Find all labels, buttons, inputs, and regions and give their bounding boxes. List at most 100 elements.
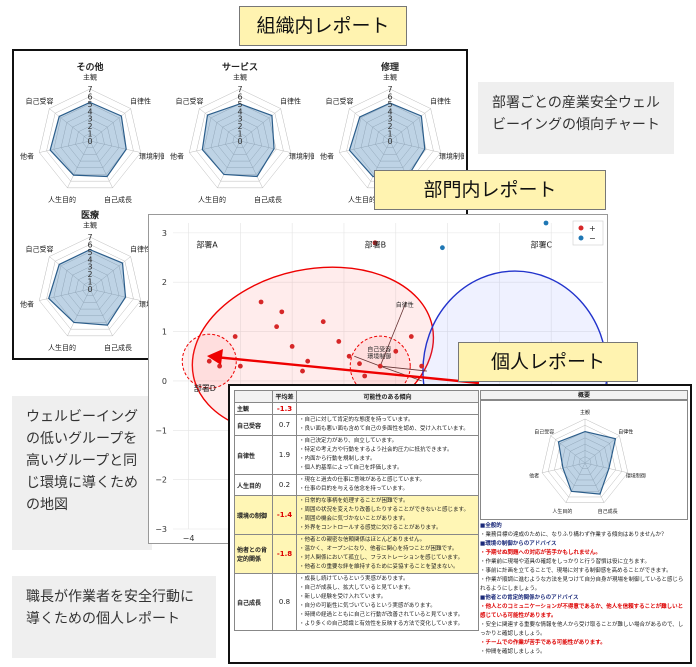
row-category: 自己受容 [234,414,273,436]
row-trend: ・自己に対して肯定的な態度を持っています。・良い面も悪い面も含めて自己の多面性を… [296,414,479,436]
advice-relation-heading: ■他者との肯定的関係からのアドバイス [480,595,579,601]
radar-spoke [39,140,91,153]
radar-spoke [542,462,586,474]
radar-svg: 76543210主観自律性環境制御自己成長人生目的他者自己受容修理 [320,61,467,204]
radar-scale-label: 2 [87,270,92,279]
scatter-point [439,245,445,251]
radar-grid-ring [210,111,270,169]
radar-grid-ring [203,103,277,175]
radar-scale-label: 3 [87,263,92,272]
radar-axis-label: 主観 [83,220,97,229]
radar-scale-label: 2 [87,122,92,131]
trend-line: ・成長し続けているという実感があります。 [299,576,409,582]
row-category: 環境の制御 [234,495,273,535]
radar-scale-label: 4 [87,107,92,116]
trend-line: ・自分の可能性に気づいているという実感があります。 [299,603,436,609]
radar-grid-ring [39,88,141,189]
y-tick-label: −1 [155,426,167,435]
radar-grid-ring [375,125,405,155]
radar-axis-label: 自己成長 [254,195,282,204]
radar-series [49,101,127,178]
radar-spoke [39,288,91,301]
radar-axis-label: 自律性 [280,97,301,106]
radar-grid-ring [225,125,255,155]
advice-env-heading: ■環境の制御からのアドバイス [480,541,557,547]
radar-spoke [49,256,91,290]
trend-line: ・自己に対して肯定的な態度を持っています。 [299,417,414,423]
radar-scale-label: 1 [387,130,392,139]
trend-line: ・個人的基準によって自己を評価します。 [299,465,403,471]
scatter-point [362,373,368,379]
scatter-point [217,363,223,369]
radar-grid-ring [60,111,120,169]
col-mean-diff: 平均差 [272,390,297,403]
radar-axis-label: 主観 [233,72,247,81]
radar-grid-ring [46,244,134,330]
row-trend: ・成長し続けているという実感があります。・自己が成長し、拡大していると見ています… [296,573,479,631]
row-mean-diff: 0.8 [272,573,297,631]
row-trend: ・他者との親密な信頼関係はほとんどありません。・温かく、オープンになり、他者に関… [296,534,479,574]
trend-line: ・時間の経過とともに自己と行動が改善されていると見ています。 [299,612,464,618]
chart-annotation: 部署B [365,240,387,250]
radar-spoke [584,435,620,464]
radar-scale-label: 6 [387,92,392,101]
scatter-point [336,339,342,344]
summary-header: 概要 [480,390,688,400]
row-trend: ・自己決定力があり、自立しています。・特定の考え方や行動をするよう社会的圧力に抵… [296,435,479,475]
scatter-point [289,343,295,349]
radar-scale-label: 1 [87,130,92,139]
radar-title: その他 [76,61,103,73]
trend-line: ・現在と過去の仕事に意味があると感じています。 [299,477,425,483]
radar-axis-label: 環境制御 [626,473,646,480]
advice-team-tip: ・仲間を確認しましょう。 [480,649,546,655]
radar-grid-ring [368,118,412,162]
row-mean-diff: 0.7 [272,414,297,436]
radar-chart-repair: 76543210主観自律性環境制御自己成長人生目的他者自己受容修理 [316,59,467,207]
radar-axis-label: 他者 [320,151,334,160]
trend-line: ・周囲の機会に気づかないことがあります。 [299,516,409,522]
radar-spoke [239,140,291,153]
legend-label: − [589,234,596,243]
y-tick-label: −2 [155,476,167,485]
radar-scale-label: 7 [87,85,92,94]
guidance-arrow-head [207,349,223,365]
feature-vector [380,365,422,382]
feature-vector [379,301,407,367]
radar-chart-medical: 76543210主観自律性環境制御自己成長人生目的他者自己受容医療 [16,207,167,355]
radar-axis-label: 自律性 [618,428,633,435]
report-row: 他者との肯定的関係-1.8・他者との親密な信頼関係はほとんどありません。・温かく… [234,534,479,574]
trend-line: ・良い面も悪い面も含めて自己の多面性を認め、受け入れています。 [299,426,469,432]
trend-line: ・日常的な事柄を処理することが困難です。 [299,498,409,504]
chart-annotation: 部署A [196,240,218,250]
radar-axis-label: 人生目的 [198,195,226,204]
x-tick-label: −4 [183,534,195,543]
scatter-point [232,334,238,339]
trend-line: ・自己決定力があり、自立しています。 [299,438,398,444]
scatter-point [377,363,383,369]
radar-axis-label: 自己受容 [325,97,353,106]
radar-spoke [239,140,263,188]
radar-spoke [239,108,281,142]
advice-section: ■全般的 ・業務目標の達成のために、なりふり構わず作業する傾向はありませんか？ … [480,522,688,657]
radar-series [557,430,617,495]
legend-marker [578,225,584,231]
scatter-point [357,361,362,367]
radar-spoke [89,288,141,301]
chart-annotation: 自律性 [396,301,414,309]
org-report-banner: 組織内レポート [239,6,407,46]
radar-title: サービス [222,61,258,73]
radar-scale-label: 3 [237,115,242,124]
radar-spoke [349,108,391,142]
radar-axis-label: 他者 [20,151,34,160]
indiv-report-note: 職長が作業者を安全行動に導くための個人レポート [12,576,216,658]
row-category: 主観 [234,402,273,415]
trend-line: ・他者との重要な絆を維持するために妥協することを望まない。 [299,564,459,570]
radar-scale-label: 1 [237,130,242,139]
y-tick-label: 2 [162,278,167,287]
trend-line: ・内面から行動を規制します。 [299,456,376,462]
radar-spoke [67,140,91,188]
summary-radar-box: 主観自律性環境制御自己成長人生目的他者自己受容 [480,400,688,520]
trend-line: ・温かく、オープンになり、他者に関心を持つことが困難です。 [299,546,458,552]
